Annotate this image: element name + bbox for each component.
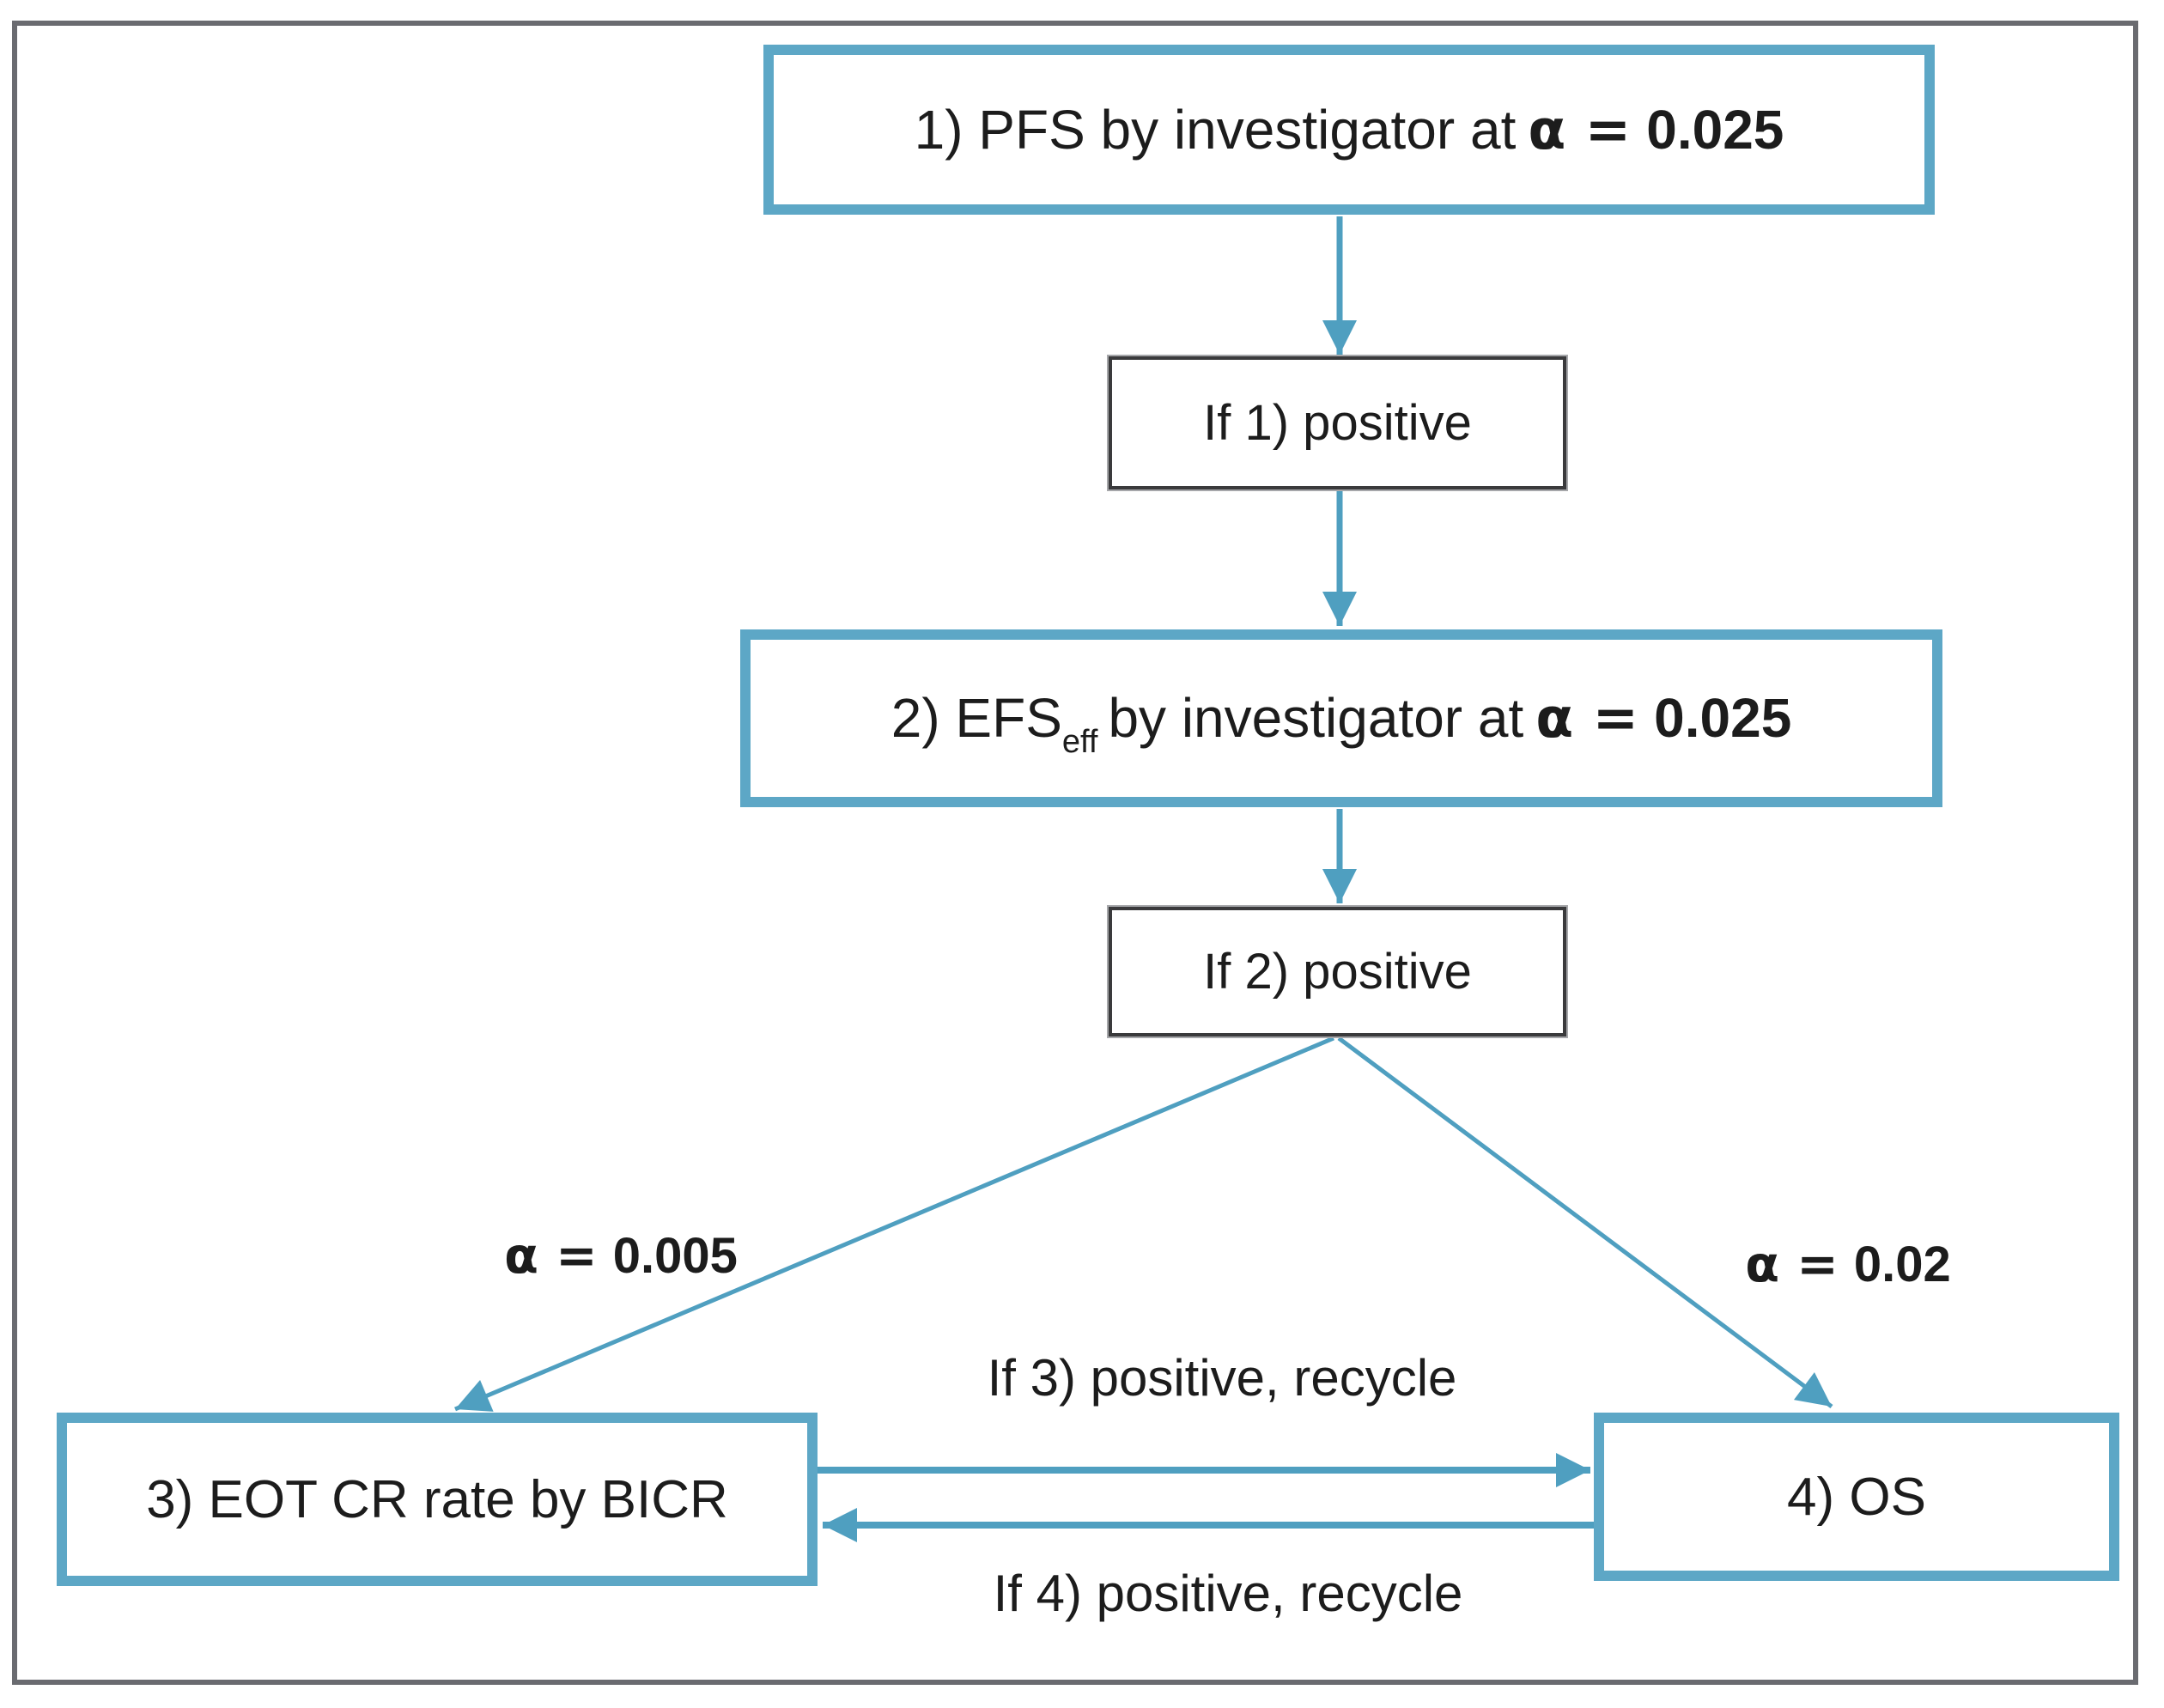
- alpha-right-symbol: α =: [1745, 1235, 1839, 1293]
- alpha-left-symbol: α =: [504, 1226, 598, 1285]
- efs-mid: by investigator at: [1108, 687, 1524, 749]
- eot-text: 3) EOT CR rate by BICR: [146, 1469, 728, 1529]
- label-if4-recycle: If 4) positive, recycle: [884, 1564, 1571, 1624]
- pfs-text: 1) PFS by investigator at: [914, 98, 1517, 161]
- if4-recycle-text: If 4) positive, recycle: [993, 1565, 1463, 1622]
- pfs-alpha: α =: [1528, 98, 1632, 162]
- efs-alpha: α =: [1535, 687, 1639, 751]
- label-alpha-left: α =0.005: [385, 1225, 857, 1286]
- label-if3-recycle: If 3) positive, recycle: [878, 1348, 1565, 1408]
- outer-frame: [12, 21, 2138, 1685]
- alpha-right-value: 0.02: [1853, 1237, 1951, 1292]
- node-if1-positive: If 1) positive: [1109, 356, 1566, 489]
- pfs-alpha-value: 0.025: [1646, 98, 1784, 161]
- node-if2-positive: If 2) positive: [1109, 907, 1566, 1036]
- if2-text: If 2) positive: [1203, 944, 1472, 1000]
- efs-pre: 2) EFS: [891, 687, 1062, 749]
- if3-recycle-text: If 3) positive, recycle: [987, 1349, 1457, 1407]
- node-4-os: 4) OS: [1594, 1413, 2119, 1581]
- efs-subscript: eff: [1061, 724, 1098, 760]
- efs-alpha-value: 0.025: [1654, 687, 1792, 749]
- alpha-left-value: 0.005: [612, 1228, 738, 1284]
- label-alpha-right: α = 0.02: [1612, 1234, 2084, 1295]
- os-text: 4) OS: [1787, 1467, 1926, 1527]
- node-3-eot: 3) EOT CR rate by BICR: [57, 1413, 818, 1586]
- if1-text: If 1) positive: [1203, 395, 1472, 451]
